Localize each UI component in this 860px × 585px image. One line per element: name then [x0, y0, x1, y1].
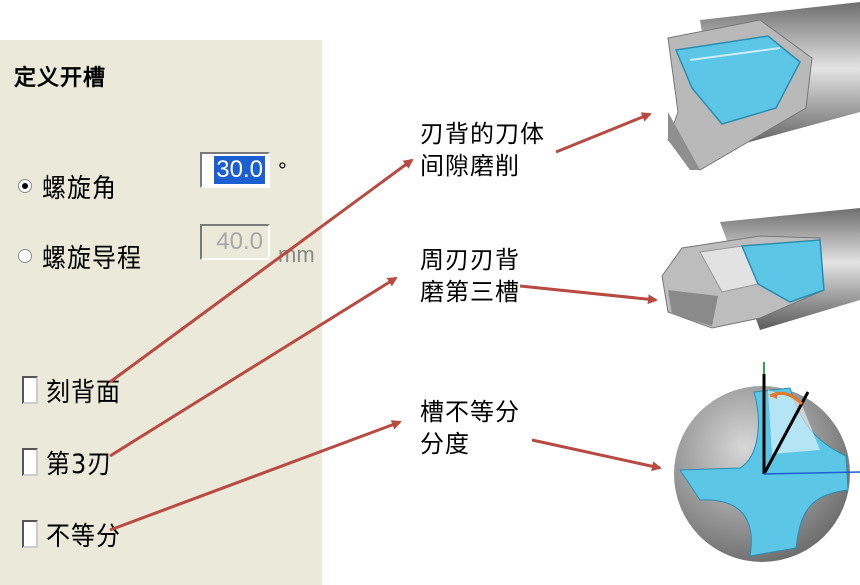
- helix-lead-radio[interactable]: [18, 248, 32, 263]
- tool-illustration-body-clearance: [667, 2, 860, 171]
- helix-angle-radio[interactable]: [18, 178, 32, 193]
- arrows: [109, 112, 662, 532]
- unequal-division-checkbox[interactable]: [22, 519, 38, 548]
- third-edge-checkbox[interactable]: [22, 447, 38, 476]
- option-third-edge[interactable]: 第3刃: [22, 444, 113, 480]
- arrow-back-face: [109, 158, 414, 384]
- tool-illustration-unequal-indexing: [674, 362, 860, 562]
- annotation-1-line2: 间隙磨削: [420, 152, 520, 180]
- define-flute-panel: 定义开槽 螺旋角 30.0 ° 螺旋导程 40.0 mm 刻背面 第3刃 不等分: [0, 40, 322, 585]
- third-edge-label: 第3刃: [46, 448, 113, 480]
- annotation-2-line2: 磨第三槽: [420, 278, 520, 306]
- tool-illustration-third-flute: [661, 208, 860, 330]
- option-unequal-division[interactable]: 不等分: [22, 516, 121, 552]
- annotation-3-line2: 分度: [420, 430, 470, 458]
- arrow-third-edge: [109, 276, 398, 458]
- back-face-label: 刻背面: [46, 376, 121, 408]
- arrow-to-tool-2: [519, 284, 658, 305]
- helix-angle-unit: °: [278, 158, 287, 183]
- back-face-checkbox[interactable]: [22, 375, 38, 404]
- arrow-unequal-division: [109, 420, 402, 532]
- annotation-2-line1: 周刃刃背: [420, 246, 520, 274]
- helix-angle-value: 30.0: [214, 156, 265, 184]
- annotation-3-line1: 槽不等分: [420, 398, 520, 426]
- helix-lead-value: 40.0: [216, 228, 263, 255]
- arrow-to-tool-3: [531, 438, 662, 472]
- annotation-third-flute: 周刃刃背 磨第三槽: [420, 244, 520, 308]
- helix-angle-input[interactable]: 30.0: [200, 152, 270, 188]
- helix-lead-label: 螺旋导程: [42, 242, 142, 274]
- option-back-face[interactable]: 刻背面: [22, 372, 121, 408]
- unequal-division-label: 不等分: [46, 520, 121, 552]
- helix-lead-input: 40.0: [200, 224, 270, 260]
- arrow-to-tool-1: [555, 112, 652, 154]
- helix-angle-option[interactable]: 螺旋角: [18, 168, 117, 204]
- annotation-1-line1: 刃背的刀体: [420, 120, 545, 148]
- panel-title: 定义开槽: [14, 66, 107, 91]
- helix-lead-option[interactable]: 螺旋导程: [18, 238, 142, 274]
- helix-angle-label: 螺旋角: [42, 172, 117, 204]
- annotation-body-clearance: 刃背的刀体 间隙磨削: [420, 118, 545, 182]
- annotation-unequal-indexing: 槽不等分 分度: [420, 396, 520, 460]
